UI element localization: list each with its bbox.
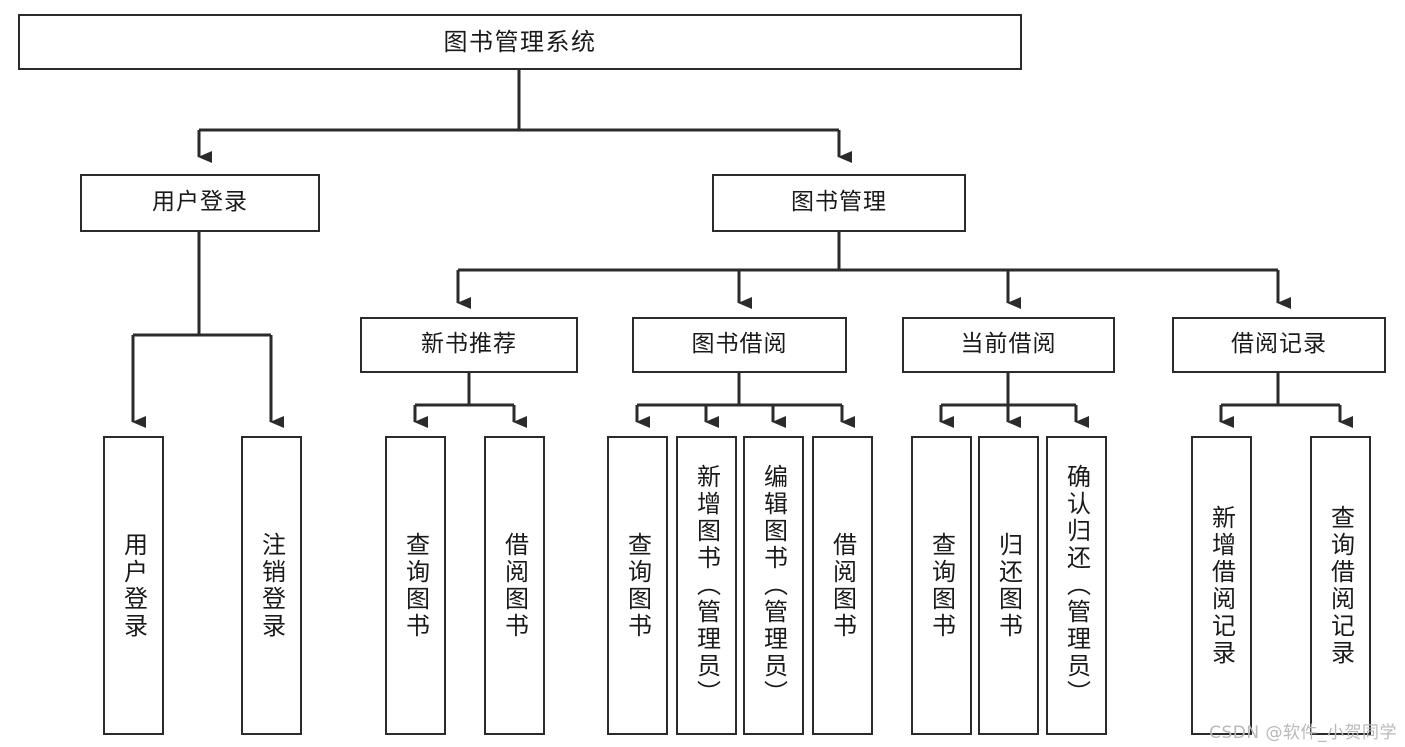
node-label: 图书管理 (791, 189, 887, 216)
node-user-login[interactable]: 用户登录 (80, 174, 320, 232)
node-label: 查询图书 (623, 531, 652, 640)
node-label: 查询图书 (927, 531, 956, 640)
leaf-add-borrow-record[interactable]: 新增借阅记录 (1191, 436, 1252, 735)
node-root-system[interactable]: 图书管理系统 (18, 14, 1022, 70)
node-label: 当前借阅 (960, 331, 1057, 358)
node-book-management[interactable]: 图书管理 (712, 174, 966, 232)
node-label: 归还图书 (994, 531, 1023, 640)
node-label: 借阅记录 (1231, 331, 1327, 358)
leaf-user-login[interactable]: 用户登录 (103, 436, 164, 735)
node-borrow-record[interactable]: 借阅记录 (1172, 317, 1386, 373)
node-label: 图书管理系统 (443, 27, 597, 56)
node-label: 查询借阅记录 (1326, 504, 1355, 667)
node-label: 借阅图书 (828, 531, 857, 640)
node-label: 注销登录 (257, 531, 286, 640)
leaf-edit-book-admin[interactable]: 编辑图书（管理员） (743, 436, 804, 735)
leaf-logout[interactable]: 注销登录 (241, 436, 302, 735)
node-new-book-recommend[interactable]: 新书推荐 (360, 317, 578, 373)
leaf-borrow-book[interactable]: 借阅图书 (812, 436, 873, 735)
leaf-borrow-book-new[interactable]: 借阅图书 (484, 436, 545, 735)
leaf-return-book[interactable]: 归还图书 (978, 436, 1039, 735)
node-label: 确认归还（管理员） (1062, 464, 1091, 707)
leaf-query-book-borrow[interactable]: 查询图书 (607, 436, 668, 735)
leaf-add-book-admin[interactable]: 新增图书（管理员） (676, 436, 737, 735)
node-label: 新增图书（管理员） (692, 464, 721, 707)
node-label: 用户登录 (152, 189, 248, 216)
node-label: 新书推荐 (421, 331, 517, 358)
node-label: 新增借阅记录 (1207, 504, 1236, 667)
leaf-query-book-new[interactable]: 查询图书 (385, 436, 446, 735)
node-book-borrow[interactable]: 图书借阅 (632, 317, 847, 373)
leaf-query-book-current[interactable]: 查询图书 (911, 436, 972, 735)
node-label: 图书借阅 (691, 331, 788, 358)
leaf-query-borrow-record[interactable]: 查询借阅记录 (1310, 436, 1371, 735)
watermark-text: CSDN @软件_小贺同学 (1209, 723, 1397, 743)
leaf-confirm-return-admin[interactable]: 确认归还（管理员） (1046, 436, 1107, 735)
node-label: 借阅图书 (500, 531, 529, 640)
node-label: 用户登录 (119, 531, 148, 640)
node-current-borrow[interactable]: 当前借阅 (902, 317, 1115, 373)
node-label: 编辑图书（管理员） (759, 464, 788, 707)
node-label: 查询图书 (401, 531, 430, 640)
